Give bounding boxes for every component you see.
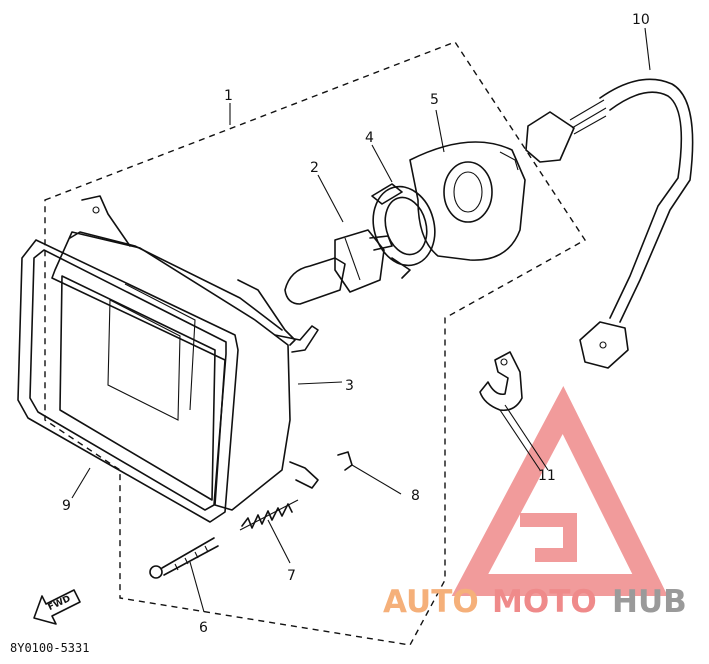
callout-7: 7 <box>287 568 296 584</box>
callout-5: 5 <box>430 92 439 108</box>
part-7-spring <box>239 499 299 531</box>
part-code: 8Y0100-5331 <box>10 641 89 655</box>
callout-11: 11 <box>538 468 556 484</box>
part-5-rubber-cover <box>409 141 526 261</box>
callout-2: 2 <box>310 160 319 176</box>
watermark-word-1: AUTO <box>383 584 479 620</box>
watermark-word-2: MOTO <box>492 584 597 620</box>
part-3-headlight-unit <box>51 195 319 511</box>
part-4-bulb-holder <box>371 183 436 279</box>
watermark-text: AUTO MOTO HUB <box>383 584 687 620</box>
part-10-wire-harness <box>525 78 694 369</box>
fwd-arrow-icon: FWD <box>33 589 81 625</box>
part-6-screw <box>149 537 219 579</box>
callout-4: 4 <box>365 130 374 146</box>
callout-9: 9 <box>62 498 71 514</box>
callout-1: 1 <box>224 88 233 104</box>
part-2-bulb <box>284 229 393 305</box>
part-9-rim <box>17 239 239 523</box>
callout-6: 6 <box>199 620 208 636</box>
watermark-logo <box>451 385 668 596</box>
part-8-clip <box>337 451 353 471</box>
watermark-word-3: HUB <box>612 584 687 620</box>
callout-10: 10 <box>632 12 650 28</box>
part-11-clamp <box>479 351 523 412</box>
callout-8: 8 <box>411 488 420 504</box>
callout-3: 3 <box>345 378 354 394</box>
leader-lines <box>71 27 651 613</box>
assembly-boundary <box>44 41 586 646</box>
